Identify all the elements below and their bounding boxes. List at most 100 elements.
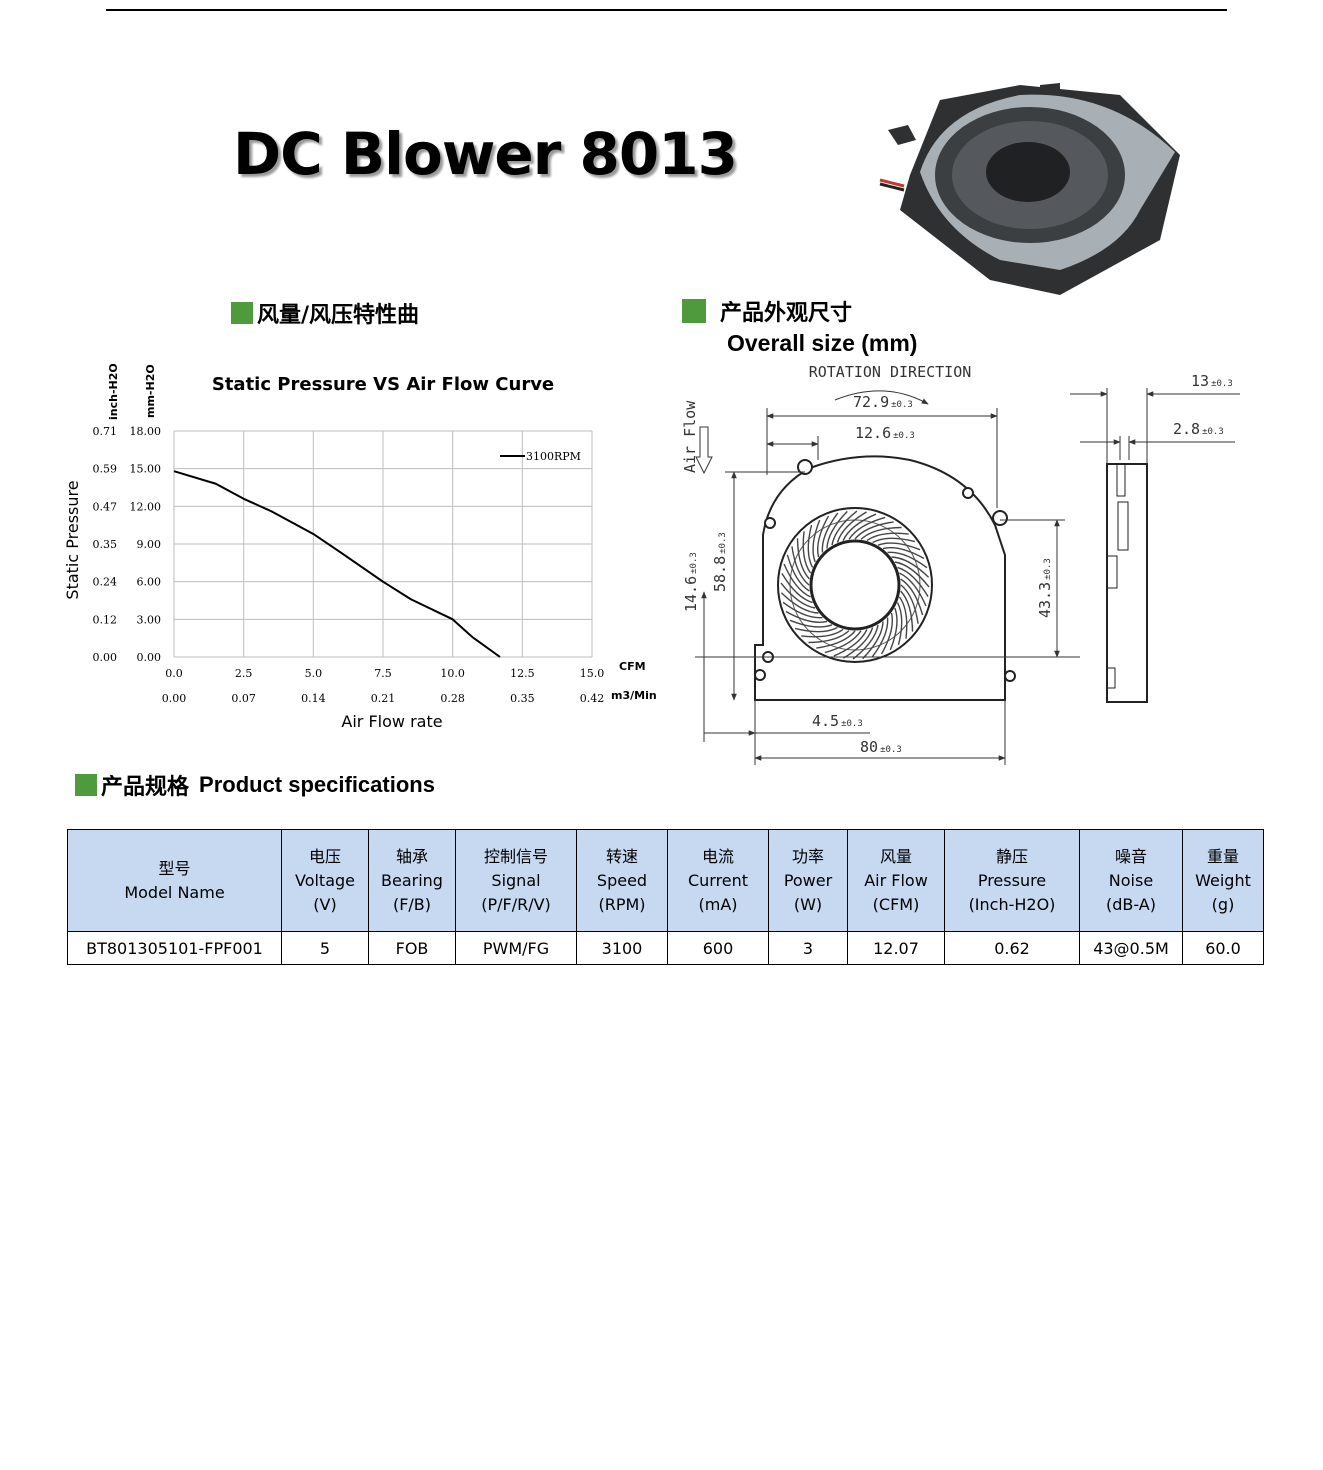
y-tick-label-inch: 0.24 <box>93 576 118 589</box>
impeller-blade <box>802 531 812 574</box>
impeller-blade <box>826 510 848 549</box>
cell-signal: PWM/FG <box>455 931 577 965</box>
dim-14-6: 14.6±0.3 <box>682 552 700 612</box>
y-tick-label-mm: 15.00 <box>130 463 162 476</box>
impeller-blade <box>880 612 893 655</box>
y-axis-label: Static Pressure <box>63 480 82 599</box>
impeller-blade <box>843 627 874 659</box>
x-tick-label-secondary: 0.21 <box>371 692 396 705</box>
impeller-blade <box>780 592 819 614</box>
cell-airflow: 12.07 <box>847 931 945 965</box>
dim-13: 13±0.3 <box>1191 372 1233 390</box>
impeller-blade <box>786 554 810 592</box>
dim-80: 80±0.3 <box>860 738 902 756</box>
x-tick-label: 15.0 <box>580 667 605 680</box>
impeller-blade <box>780 582 816 609</box>
impeller-blade <box>836 511 867 543</box>
y-tick-label-inch: 0.35 <box>93 538 118 551</box>
impeller-blade <box>900 578 924 616</box>
impeller-blade <box>782 601 823 619</box>
x-tick-label-secondary: 0.28 <box>440 692 465 705</box>
section-heading-spec: 产品规格 Product specifications <box>75 769 435 801</box>
impeller-blade <box>900 590 914 632</box>
dim-58-8: 58.8±0.3 <box>711 532 729 592</box>
header-power: 功率 Power (W) <box>768 829 848 932</box>
impeller-blade <box>821 512 839 553</box>
section-marker-icon <box>231 302 253 324</box>
impeller-blade <box>899 572 927 607</box>
section-marker-icon <box>682 299 706 323</box>
header-pressure: 静压 Pressure (Inch-H2O) <box>944 829 1080 932</box>
dim-4-5: 4.5±0.3 <box>812 712 863 730</box>
header-airflow: 风量 Air Flow (CFM) <box>847 829 945 932</box>
impeller-blade <box>808 630 850 644</box>
cell-model: BT801305101-FPF001 <box>67 931 282 965</box>
cell-speed: 3100 <box>576 931 668 965</box>
header-model: 型号 Model Name <box>67 829 282 932</box>
dim-72-9: 72.9±0.3 <box>853 393 913 411</box>
impeller-blade <box>889 607 898 651</box>
impeller-blade <box>854 521 894 540</box>
x-tick-label: 5.0 <box>305 667 323 680</box>
header-voltage: 电压 Voltage (V) <box>281 829 369 932</box>
x-tick-label: 10.0 <box>440 667 465 680</box>
section-heading-curve-text: 风量/风压特性曲 <box>257 303 420 328</box>
y-tick-label-mm: 9.00 <box>137 538 162 551</box>
impeller-blade <box>817 515 830 558</box>
impeller-graphic <box>777 507 933 663</box>
dimension-drawing: ROTATION DIRECTION 72.9±0.3 12.6±0.3 Air… <box>681 363 1240 765</box>
legend-label: 3100RPM <box>526 450 581 463</box>
impeller-blade <box>791 546 810 586</box>
y-tick-label-mm: 0.00 <box>137 651 162 664</box>
rotation-direction-label: ROTATION DIRECTION <box>809 363 972 381</box>
impeller-blade <box>877 542 921 551</box>
impeller-blade <box>796 538 810 580</box>
x-tick-label-secondary: 0.00 <box>162 692 187 705</box>
section-heading-size-cn: 产品外观尺寸 <box>720 301 853 326</box>
impeller-blade <box>866 532 909 542</box>
impeller-blade <box>862 621 884 660</box>
spec-table: 型号 Model Name 电压 Voltage (V) 轴承 Bearing … <box>67 829 1264 965</box>
impeller-blade <box>831 510 858 546</box>
y-unit-left: inch-H2O <box>107 363 120 420</box>
impeller-blade <box>842 513 877 541</box>
impeller-blade <box>807 524 814 568</box>
y-tick-label-mm: 18.00 <box>130 425 162 438</box>
dim-2-8: 2.8±0.3 <box>1173 420 1224 438</box>
cell-pressure: 0.62 <box>944 931 1080 965</box>
dim-12-6: 12.6±0.3 <box>855 424 915 442</box>
x-tick-label: 12.5 <box>510 667 535 680</box>
pressure-airflow-chart: Static Pressure VS Air Flow Curve inch-H… <box>63 363 657 731</box>
y-tick-label-inch: 0.71 <box>93 425 118 438</box>
impeller-blade <box>872 537 916 544</box>
cell-voltage: 5 <box>281 931 369 965</box>
impeller-blade <box>891 556 930 578</box>
header-signal: 控制信号 Signal (P/F/R/V) <box>455 829 577 932</box>
impeller-blade <box>887 551 928 569</box>
cell-power: 3 <box>768 931 848 965</box>
section-heading-curve: 风量/风压特性曲 <box>231 297 419 329</box>
y-tick-label-mm: 3.00 <box>137 613 162 626</box>
top-rule <box>106 9 1227 11</box>
impeller-blade <box>812 519 821 563</box>
impeller-blade <box>785 610 828 623</box>
table-row: BT801305101-FPF001 5 FOB PWM/FG 3100 600… <box>67 931 1264 965</box>
air-flow-label: Air Flow <box>681 400 699 473</box>
impeller-blade <box>852 624 879 660</box>
header-bearing: 轴承 Bearing (F/B) <box>368 829 456 932</box>
x-tick-label-secondary: 0.35 <box>510 692 535 705</box>
impeller-blade <box>897 566 929 597</box>
section-heading-spec-cn: 产品规格 <box>101 775 190 800</box>
impeller-blade <box>896 602 903 646</box>
impeller-blade <box>824 630 862 654</box>
impeller-blade <box>781 573 813 604</box>
header-noise: 噪音 Noise (dB-A) <box>1079 829 1183 932</box>
x-tick-label: 7.5 <box>374 667 392 680</box>
series-line <box>173 470 501 658</box>
x-tick-label-secondary: 0.14 <box>301 692 326 705</box>
section-heading-size-en: Overall size (mm) <box>727 330 918 356</box>
dim-43-3: 43.3±0.3 <box>1036 558 1054 618</box>
cell-weight: 60.0 <box>1182 931 1264 965</box>
spec-header-row: 型号 Model Name 电压 Voltage (V) 轴承 Bearing … <box>67 829 1264 932</box>
air-flow-arrow-icon <box>695 426 713 475</box>
